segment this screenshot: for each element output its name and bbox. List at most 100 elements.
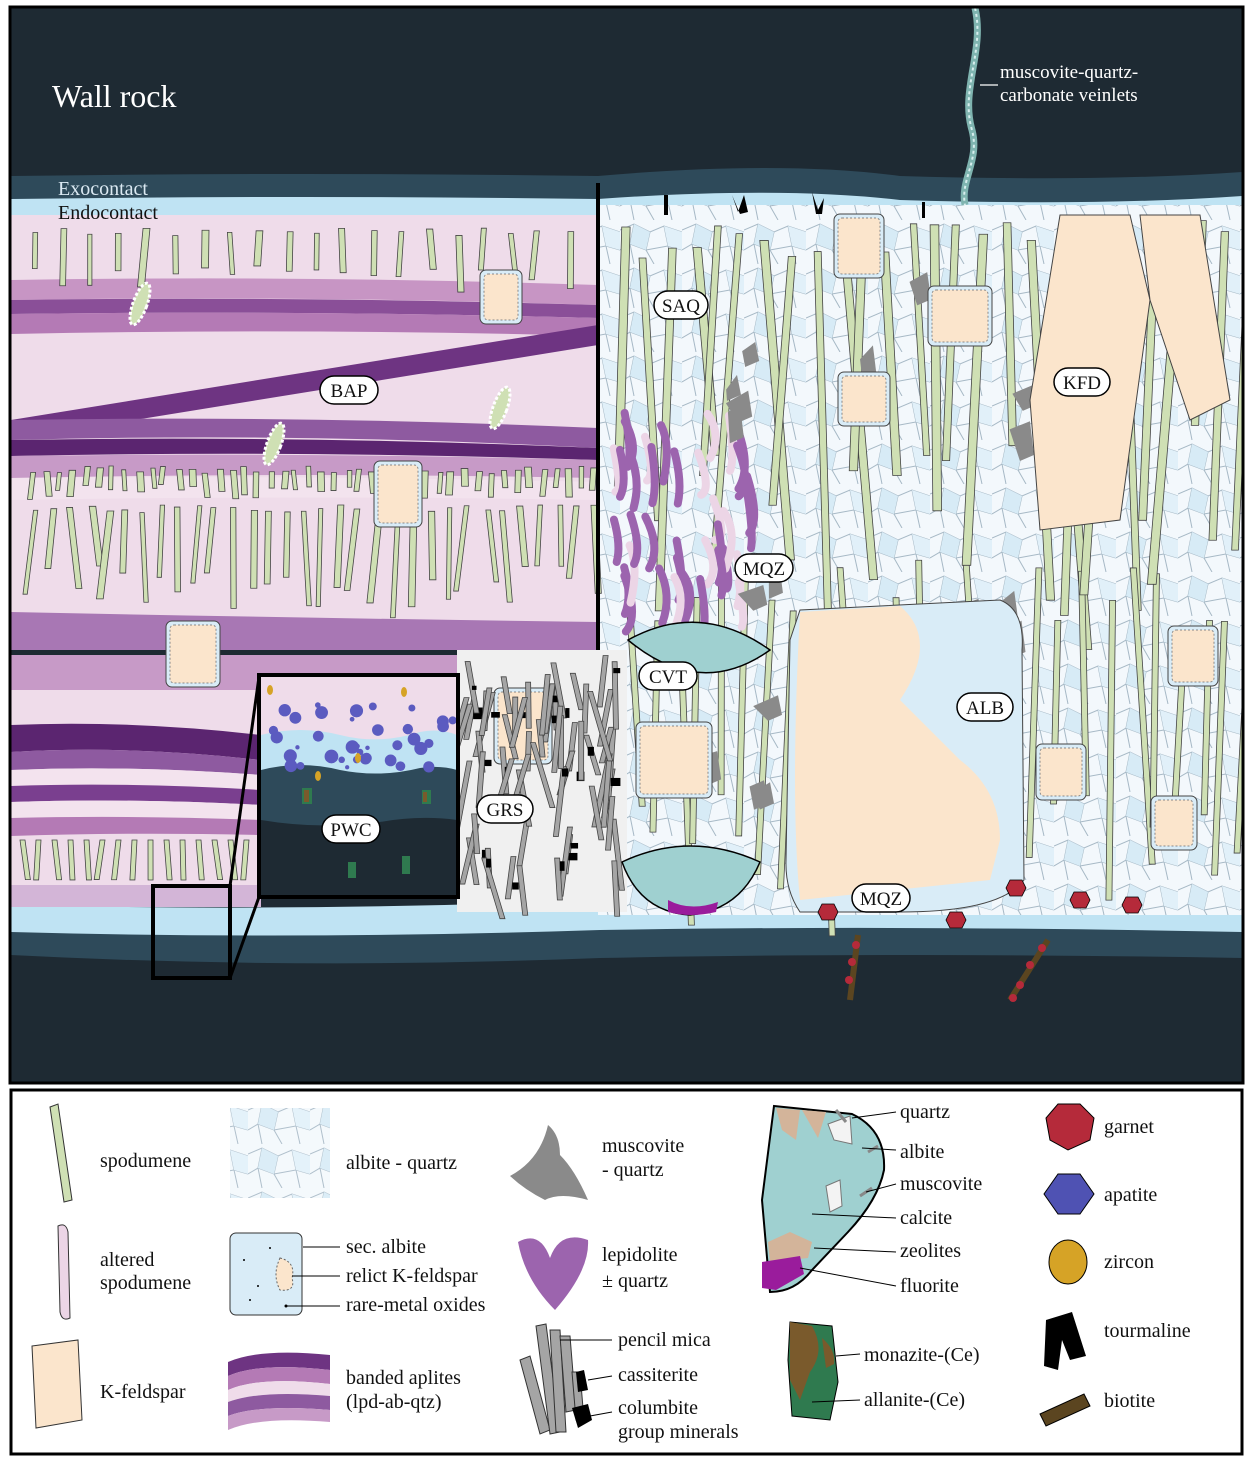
svg-text:± quartz: ± quartz [602,1270,668,1292]
svg-text:PWC: PWC [330,820,371,841]
pencil-mica-crystal [579,721,584,780]
apatite-grain [350,717,355,722]
svg-text:CVT: CVT [649,667,687,688]
zone-label-saq: SAQ [654,291,708,319]
apatite-grain [345,765,349,769]
spodumene-crystal [331,473,336,491]
svg-text:K-feldspar: K-feldspar [100,1381,186,1403]
svg-text:quartz: quartz [900,1101,950,1123]
garnet-grain [946,912,966,928]
svg-text:garnet: garnet [1104,1116,1154,1138]
wall-rock-area-lower [11,955,1242,1082]
svg-text:calcite: calcite [900,1207,952,1229]
apatite-grain [403,724,413,734]
spodumene-crystal [281,471,288,489]
svg-text:group minerals: group minerals [618,1421,739,1443]
apatite-grain [385,755,397,767]
exocontact-label: Exocontact [58,178,148,200]
cassiterite-grain [613,668,620,673]
svg-text:BAP: BAP [331,381,368,402]
spodumene-crystal [371,231,377,276]
kfeldspar-grain [170,625,216,683]
apatite-grain [338,757,345,764]
svg-text:pencil mica: pencil mica [618,1329,711,1351]
svg-text:SAQ: SAQ [662,296,700,317]
cassiterite-grain [560,861,565,871]
kfeldspar-grain [1040,748,1082,796]
zone-label-mqz-lower: MQZ [852,884,910,912]
cassiterite-grain [472,686,477,690]
svg-text:banded aplites: banded aplites [346,1367,461,1389]
svg-text:columbite: columbite [618,1397,698,1419]
kfeldspar-grain [842,376,886,422]
zone-label-bap: BAP [320,376,378,404]
spodumene-crystal [174,507,180,592]
svg-text:GRS: GRS [487,800,524,821]
spodumene-crystal [286,232,293,271]
spodumene-crystal [173,236,179,274]
veinlets-label-line1: muscovite-quartz- [1000,62,1138,83]
svg-text:MQZ: MQZ [743,559,785,580]
svg-text:muscovite: muscovite [900,1173,982,1195]
lepidolite-grain [747,493,751,548]
spodumene-crystal [347,471,352,488]
cassiterite-grain [588,747,594,756]
svg-text:spodumene: spodumene [100,1272,191,1294]
apatite-grain [423,761,434,772]
svg-text:allanite-(Ce): allanite-(Ce) [864,1389,965,1411]
cassiterite-grain [512,882,519,889]
svg-text:muscovite: muscovite [602,1135,684,1157]
apatite-grain [372,724,384,736]
spodumene-crystal [269,472,274,488]
spodumene-crystal [32,232,37,268]
spodumene-crystal [283,512,290,577]
spodumene-crystal [488,474,494,497]
lepidolite-grain [620,450,624,497]
kfeldspar-grain [1172,630,1214,682]
spodumene-crystal [515,470,521,492]
legend-panel: spodumene altered spodumene K-feldspar a… [11,1090,1242,1454]
cassiterite-grain [570,843,578,849]
veinlets-label-line2: carbonate veinlets [1000,85,1138,106]
apatite-grain [396,761,406,771]
kfeldspar-grain [932,290,988,342]
svg-text:zeolites: zeolites [900,1240,961,1262]
cassiterite-grain [562,768,568,776]
spodumene-crystal [230,507,236,608]
zone-label-mqz-upper: MQZ [735,554,793,582]
spodumene-crystal [202,230,209,268]
apatite-grain [346,740,359,753]
zone-label-pwc: PWC [322,815,380,843]
apatite-grain [297,762,305,770]
cassiterite-grain [565,708,569,718]
spodumene-crystal [446,472,454,495]
kfeldspar-grain [484,274,518,320]
spodumene-crystal [95,468,103,487]
apatite-grain [285,760,298,773]
zone-label-cvt: CVT [639,662,697,690]
svg-text:lepidolite: lepidolite [602,1244,678,1266]
apatite-grain [350,704,363,717]
cassiterite-grain [568,853,577,860]
spodumene-crystal [589,468,596,490]
svg-text:fluorite: fluorite [900,1275,959,1297]
spodumene-crystal [579,466,584,488]
kfeldspar-grain [378,465,418,523]
svg-text:albite: albite [900,1141,945,1163]
spodumene-crystal [137,472,145,492]
svg-text:relict K-feldspar: relict K-feldspar [346,1265,478,1287]
spodumene-crystal [525,467,533,487]
svg-text:rare-metal oxides: rare-metal oxides [346,1294,486,1316]
spodumene-crystal [501,471,508,488]
apatite-grain [295,745,299,749]
cassiterite-grain [485,760,492,766]
lepidolite-grain [614,520,619,562]
spodumene-crystal [558,505,564,566]
spodumene-crystal [565,469,572,497]
lepidolite-grain [718,550,723,595]
svg-text:apatite: apatite [1104,1184,1157,1206]
kfeldspar-grain [1155,800,1193,846]
endocontact-label: Endocontact [58,202,158,224]
